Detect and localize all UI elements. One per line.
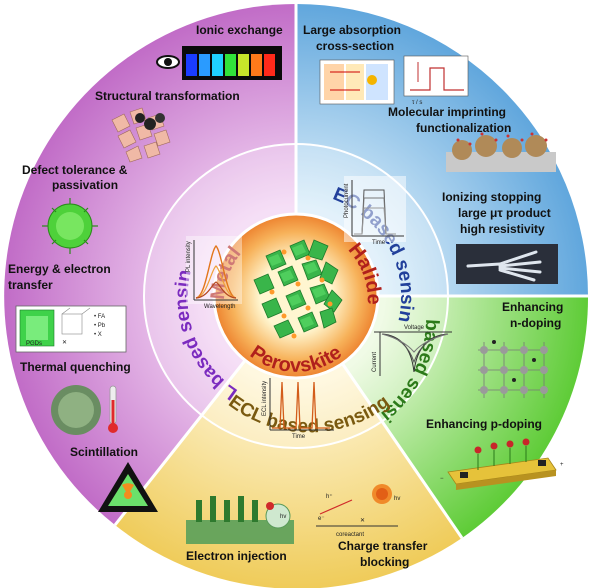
- label-blocking: blocking: [360, 555, 409, 569]
- label-large-mu-tau: large μτ product: [458, 206, 551, 220]
- label-ionic-exchange: Ionic exchange: [196, 23, 283, 37]
- thermal-disc-icon: [51, 385, 101, 435]
- p-doping-minus-label: −: [440, 476, 444, 482]
- label-functionalization: functionalization: [416, 121, 511, 135]
- label-defect-tolerance: Defect tolerance &: [22, 163, 128, 177]
- p-doping-plus-label: +: [560, 462, 564, 468]
- imprinting-spheres-icon: [446, 132, 556, 172]
- thermometer-icon: [108, 385, 118, 433]
- n-doping-lattice-icon: [478, 340, 548, 398]
- label-thermal-quenching: Thermal quenching: [20, 360, 131, 374]
- label-cross-section: cross-section: [316, 39, 394, 53]
- label-molecular-imprinting: Molecular imprinting: [388, 105, 506, 119]
- pl-spectrum-plot: PL intensity Wavelength: [186, 236, 242, 310]
- cr-plot-xlabel: Voltage: [404, 325, 425, 331]
- pec-photocurrent-plot: Photocurrent Time: [344, 176, 406, 246]
- label-electron-injection: Electron injection: [186, 549, 287, 563]
- ecl-plot-ylabel: ECL intensity: [262, 381, 268, 416]
- pec-plot-xlabel: Time: [372, 240, 386, 246]
- pgds-label: PGDs: [26, 341, 42, 347]
- perovskite-crystal-icon: [253, 239, 343, 339]
- x-label: • X: [94, 332, 102, 338]
- coreactant-label: coreactant: [336, 532, 364, 538]
- energy-cross-mark: ✕: [62, 340, 67, 346]
- structural-lattice-icon: [111, 107, 171, 163]
- radiation-hazard-icon: [98, 462, 158, 512]
- label-high-resistivity: high resistivity: [460, 222, 545, 236]
- cr-iv-plot: Voltage Current: [372, 325, 452, 376]
- label-transfer: transfer: [8, 278, 53, 292]
- label-structural-transformation: Structural transformation: [95, 89, 240, 103]
- photocurrent-pulse-inset: τ / s: [403, 55, 469, 106]
- blocking-cross-mark: ✕: [360, 518, 365, 524]
- fa-label: • FA: [94, 314, 105, 320]
- label-enhancing-p-doping: Enhancing p-doping: [426, 417, 542, 431]
- defect-sphere-icon: [42, 198, 98, 254]
- electron-injection-illustration: hv: [186, 496, 294, 544]
- energy-transfer-inset: PGDs ✕ • FA • Pb • X: [15, 305, 127, 353]
- eye-icon: [156, 55, 180, 69]
- label-scintillation: Scintillation: [70, 445, 138, 459]
- label-large-absorption: Large absorption: [303, 23, 401, 37]
- label-enhancing: Enhancing: [502, 300, 563, 314]
- label-energy-electron: Energy & electron: [8, 262, 111, 276]
- ionic-exchange-vials: [182, 46, 282, 80]
- p-doping-device-icon: − +: [440, 438, 564, 490]
- electron-label: e⁻: [318, 516, 325, 522]
- label-passivation: passivation: [52, 178, 118, 192]
- label-n-doping: n-doping: [510, 316, 561, 330]
- pl-plot-ylabel: PL intensity: [186, 241, 192, 272]
- pl-plot-xlabel: Wavelength: [204, 304, 235, 310]
- ecl-hv-right-label: hv: [394, 496, 400, 502]
- pec-plot-ylabel: Photocurrent: [344, 183, 350, 218]
- ecl-hv-left-label: hv: [280, 514, 286, 520]
- xray-hand-icon: [456, 244, 558, 284]
- tau-label: τ / s: [412, 100, 422, 106]
- pb-label: • Pb: [94, 323, 106, 329]
- label-ionizing-stopping: Ionizing stopping: [442, 190, 541, 204]
- charge-transfer-illustration: h⁺ e⁻ hv coreactant ✕: [316, 484, 400, 538]
- cr-plot-ylabel: Current: [372, 352, 378, 372]
- ecl-plot-xlabel: Time: [292, 434, 306, 440]
- hole-label: h⁺: [326, 493, 333, 500]
- ecl-intensity-plot: ECL intensity Time: [262, 378, 334, 440]
- label-charge-transfer: Charge transfer: [338, 539, 428, 553]
- absorption-band-diagram: [319, 59, 395, 105]
